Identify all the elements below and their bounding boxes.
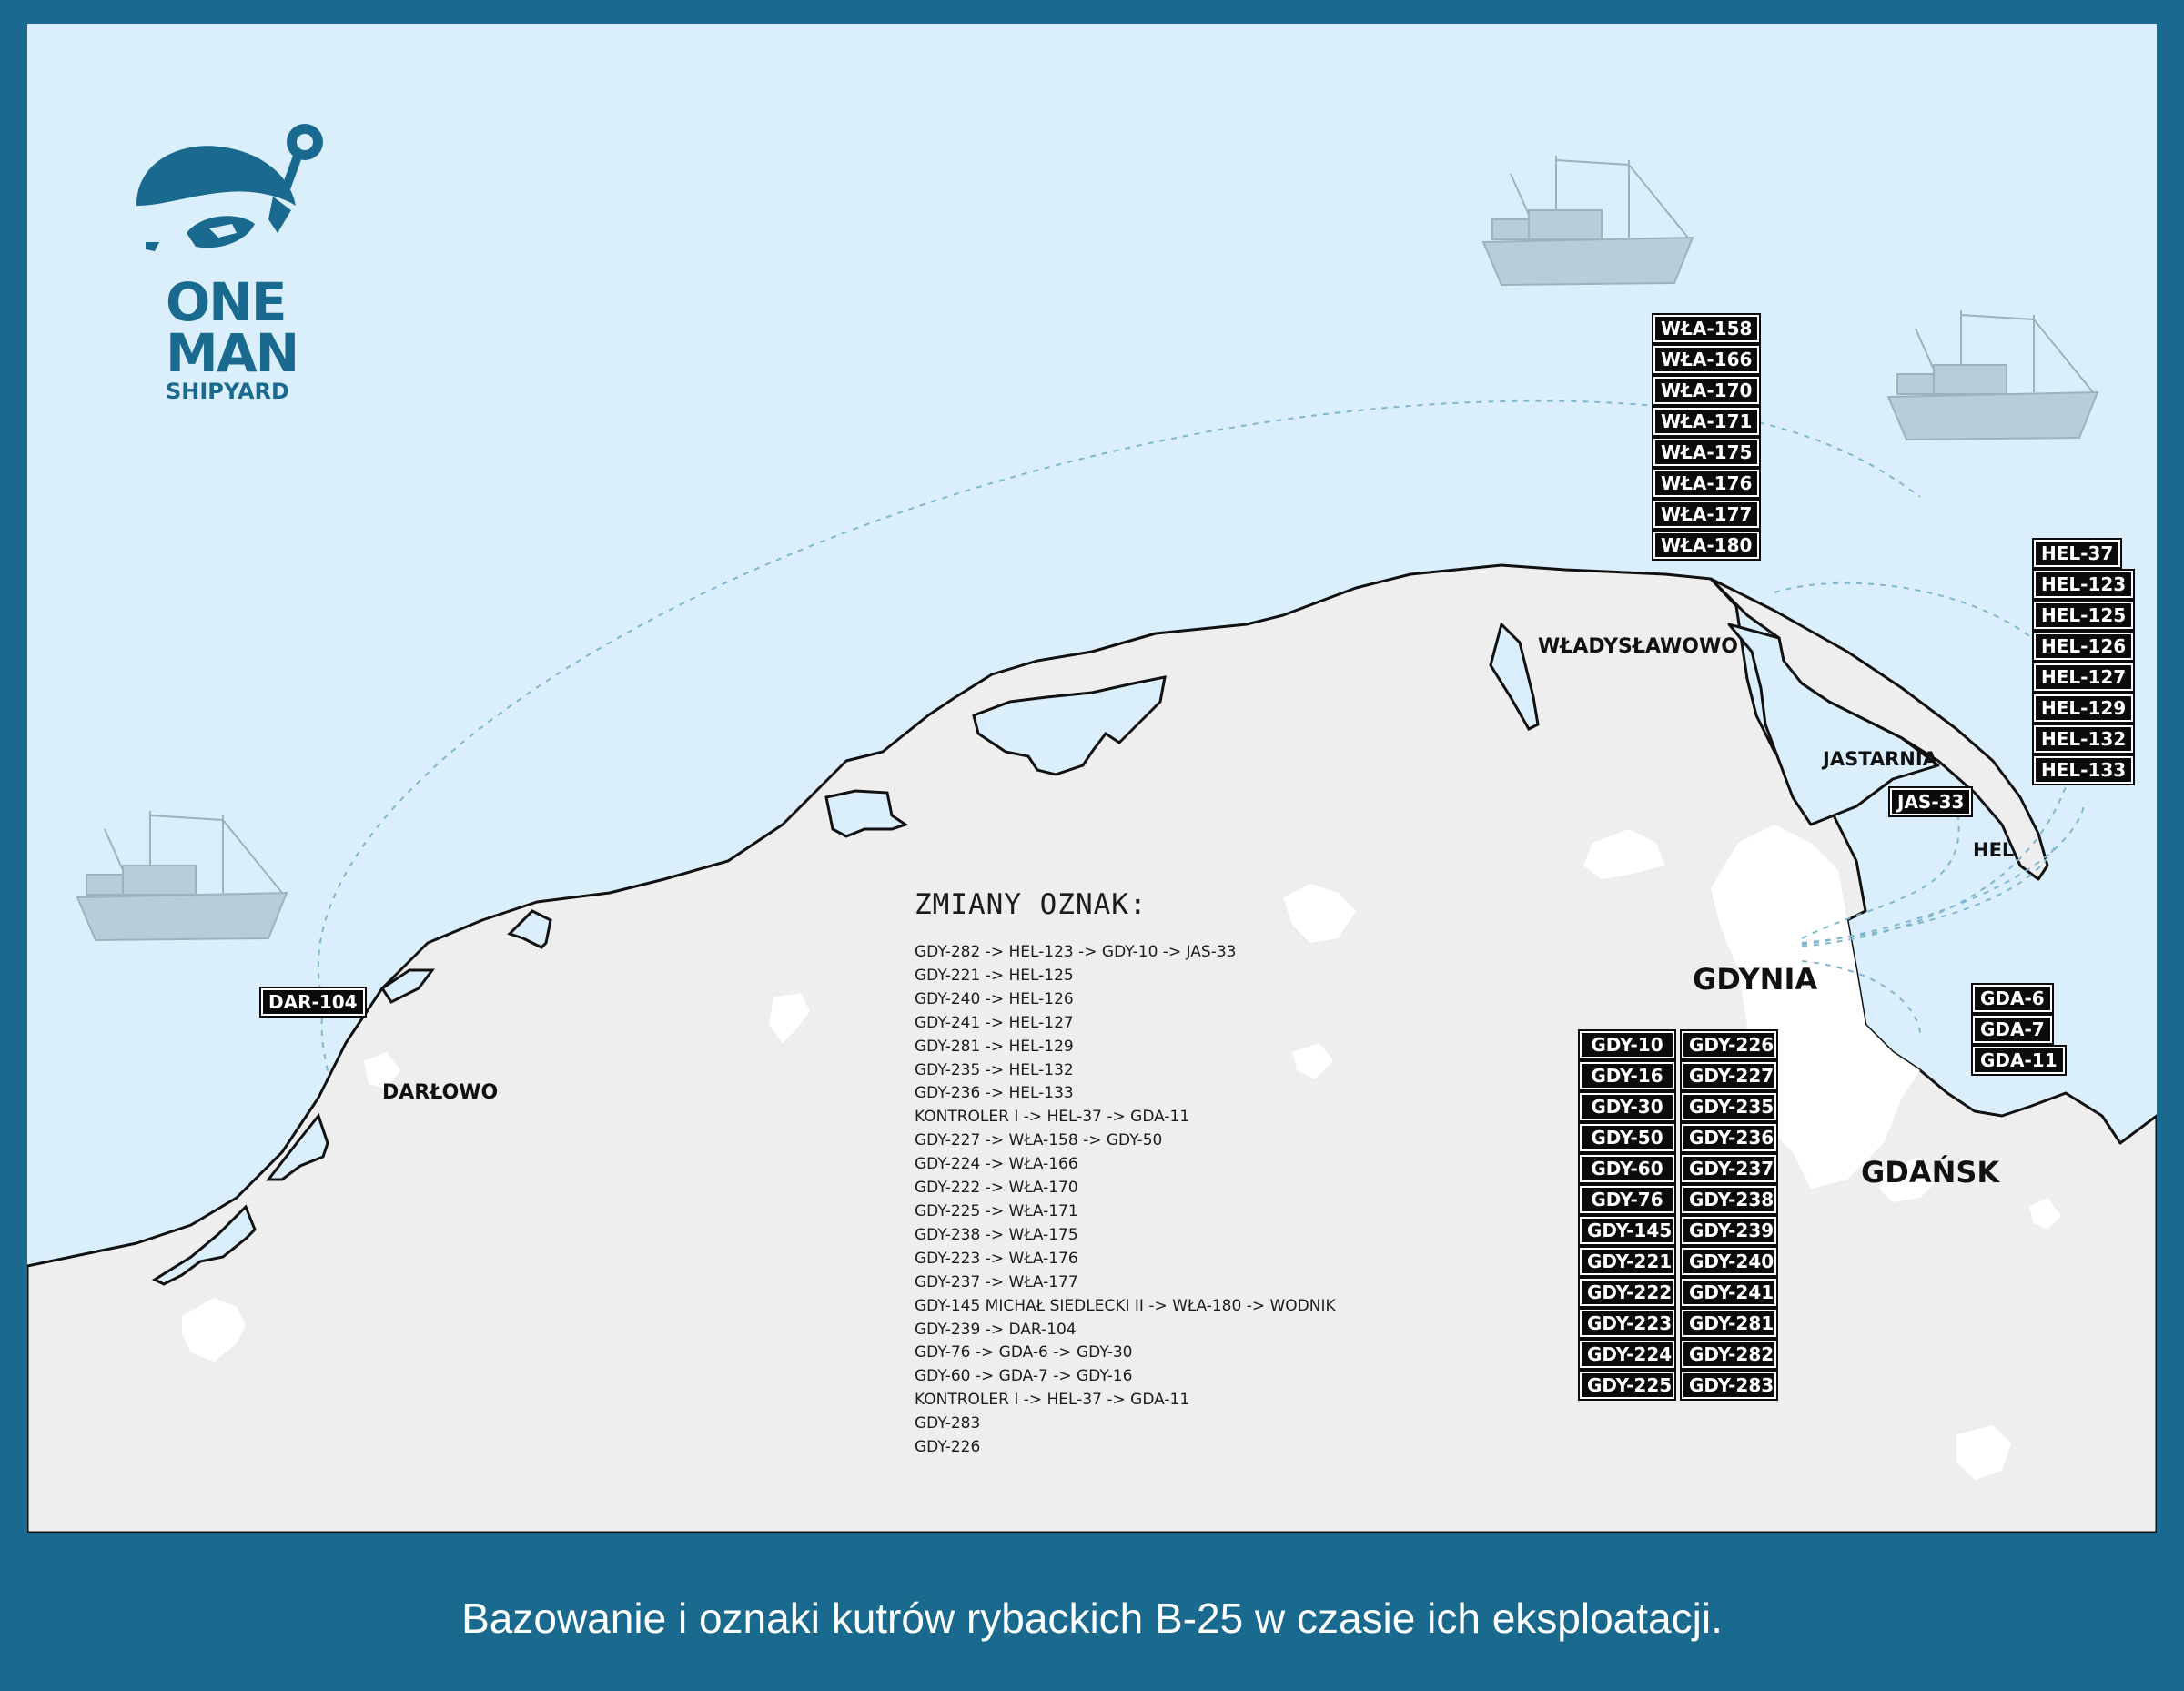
city-label-gdansk: GDAŃSK	[1861, 1155, 2000, 1190]
change-item: GDY-145 MICHAŁ SIEDLECKI II -> WŁA-180 -…	[915, 1296, 1336, 1315]
tag-gdy-222: GDY-222	[1578, 1277, 1676, 1308]
tag-hel-127: HEL-127	[2031, 662, 2136, 693]
change-item: GDY-227 -> WŁA-158 -> GDY-50	[915, 1131, 1163, 1150]
tag-gdy-235: GDY-235	[1680, 1091, 1778, 1122]
logo-line-1: ONE	[166, 271, 287, 333]
tag-wla-176: WŁA-176	[1651, 468, 1762, 499]
tag-hel-133: HEL-133	[2031, 754, 2136, 785]
tag-gdy-239: GDY-239	[1680, 1215, 1778, 1246]
tag-gdy-30: GDY-30	[1578, 1091, 1676, 1122]
mark-changes-panel: ZMIANY OZNAK: GDY-282 -> HEL-123 -> GDY-…	[915, 888, 1336, 1460]
change-item: GDY-283	[915, 1414, 981, 1433]
change-item: GDY-222 -> WŁA-170	[915, 1179, 1078, 1198]
change-item: GDY-235 -> HEL-132	[915, 1060, 1074, 1079]
change-item: GDY-238 -> WŁA-175	[915, 1225, 1078, 1244]
tag-gdy-227: GDY-227	[1680, 1060, 1778, 1091]
lake	[265, 1112, 329, 1181]
fishing-boat-icon	[1886, 310, 2099, 441]
city-label-darlowo: DARŁOWO	[382, 1081, 499, 1104]
tag-gdy-241: GDY-241	[1680, 1277, 1778, 1308]
tag-wla-177: WŁA-177	[1651, 499, 1762, 530]
city-label-wladyslawowo: WŁADYSŁAWOWO	[1538, 635, 1738, 658]
tag-gdy-221: GDY-221	[1578, 1246, 1676, 1277]
tag-wla-175: WŁA-175	[1651, 437, 1762, 468]
tag-wla-170: WŁA-170	[1651, 375, 1762, 406]
tag-hel-125: HEL-125	[2031, 600, 2136, 631]
lake	[972, 675, 1167, 776]
tag-hel-129: HEL-129	[2031, 693, 2136, 724]
tag-gdy-60: GDY-60	[1578, 1153, 1676, 1184]
changes-list: GDY-282 -> HEL-123 -> GDY-10 -> JAS-33 G…	[915, 941, 1336, 1460]
change-item: GDY-60 -> GDA-7 -> GDY-16	[915, 1367, 1133, 1386]
lake	[824, 789, 909, 838]
tag-gdy-226: GDY-226	[1680, 1029, 1778, 1060]
change-item: GDY-237 -> WŁA-177	[915, 1272, 1078, 1291]
tag-wla-166: WŁA-166	[1651, 344, 1762, 375]
fishing-boat-icon	[1481, 156, 1694, 287]
lake	[379, 968, 435, 1004]
fishing-boat-icon	[76, 811, 288, 942]
change-item: GDY-225 -> WŁA-171	[915, 1201, 1078, 1220]
change-item: GDY-241 -> HEL-127	[915, 1013, 1074, 1032]
tag-gda-11: GDA-11	[1971, 1045, 2067, 1076]
change-item: GDY-76 -> GDA-6 -> GDY-30	[915, 1343, 1133, 1362]
tag-gdy-224: GDY-224	[1578, 1339, 1676, 1370]
change-item: GDY-223 -> WŁA-176	[915, 1249, 1078, 1268]
tag-dar-104: DAR-104	[259, 987, 367, 1018]
change-item: GDY-281 -> HEL-129	[915, 1037, 1074, 1056]
tag-gdy-283: GDY-283	[1680, 1370, 1778, 1401]
tag-wla-171: WŁA-171	[1651, 406, 1762, 437]
logo-line-2: MAN	[166, 322, 299, 384]
tag-gda-6: GDA-6	[1971, 983, 2054, 1014]
puck-bay	[1727, 623, 1940, 826]
tag-gdy-16: GDY-16	[1578, 1060, 1676, 1091]
tag-hel-132: HEL-132	[2031, 724, 2136, 754]
one-man-shipyard-logo: ONE MAN SHIPYARD	[109, 106, 364, 433]
lake	[507, 909, 552, 949]
route-lines	[317, 400, 2085, 1076]
map-area: ONE MAN SHIPYARD	[27, 24, 2157, 1533]
tag-gdy-10: GDY-10	[1578, 1029, 1676, 1060]
tag-gdy-281: GDY-281	[1680, 1308, 1778, 1339]
tag-gdy-237: GDY-237	[1680, 1153, 1778, 1184]
tag-gdy-225: GDY-225	[1578, 1370, 1676, 1401]
change-item: KONTROLER I -> HEL-37 -> GDA-11	[915, 1108, 1190, 1127]
tag-gdy-50: GDY-50	[1578, 1122, 1676, 1153]
change-item: GDY-239 -> DAR-104	[915, 1320, 1077, 1339]
city-label-jastarnia: JASTARNIA	[1823, 748, 1937, 770]
change-item: GDY-221 -> HEL-125	[915, 966, 1074, 985]
tag-gdy-238: GDY-238	[1680, 1184, 1778, 1215]
tag-wla-180: WŁA-180	[1651, 530, 1762, 561]
tag-jas-33: JAS-33	[1887, 786, 1974, 817]
changes-title: ZMIANY OZNAK:	[915, 888, 1148, 921]
lake	[151, 1204, 257, 1286]
city-label-gdynia: GDYNIA	[1693, 962, 1818, 997]
lake	[1489, 622, 1540, 731]
map-caption: Bazowanie i oznaki kutrów rybackich B-25…	[461, 1595, 1723, 1642]
tag-hel-123: HEL-123	[2031, 569, 2136, 600]
change-item: GDY-226	[915, 1438, 981, 1457]
tag-gdy-76: GDY-76	[1578, 1184, 1676, 1215]
tag-gdy-282: GDY-282	[1680, 1339, 1778, 1370]
tag-gdy-240: GDY-240	[1680, 1246, 1778, 1277]
tag-gdy-223: GDY-223	[1578, 1308, 1676, 1339]
tag-gdy-145: GDY-145	[1578, 1215, 1676, 1246]
logo-line-3: SHIPYARD	[166, 379, 289, 404]
change-item: GDY-240 -> HEL-126	[915, 989, 1074, 1008]
tag-hel-37: HEL-37	[2031, 538, 2123, 569]
tag-gdy-236: GDY-236	[1680, 1122, 1778, 1153]
change-item: GDY-224 -> WŁA-166	[915, 1155, 1078, 1174]
logo-head-icon	[136, 124, 323, 251]
change-item: KONTROLER I -> HEL-37 -> GDA-11	[915, 1391, 1190, 1410]
city-label-hel: HEL	[1973, 839, 2015, 861]
tag-hel-126: HEL-126	[2031, 631, 2136, 662]
change-item: GDY-282 -> HEL-123 -> GDY-10 -> JAS-33	[915, 943, 1237, 961]
tag-wla-158: WŁA-158	[1651, 313, 1762, 344]
tag-gda-7: GDA-7	[1971, 1014, 2054, 1045]
change-item: GDY-236 -> HEL-133	[915, 1084, 1074, 1103]
